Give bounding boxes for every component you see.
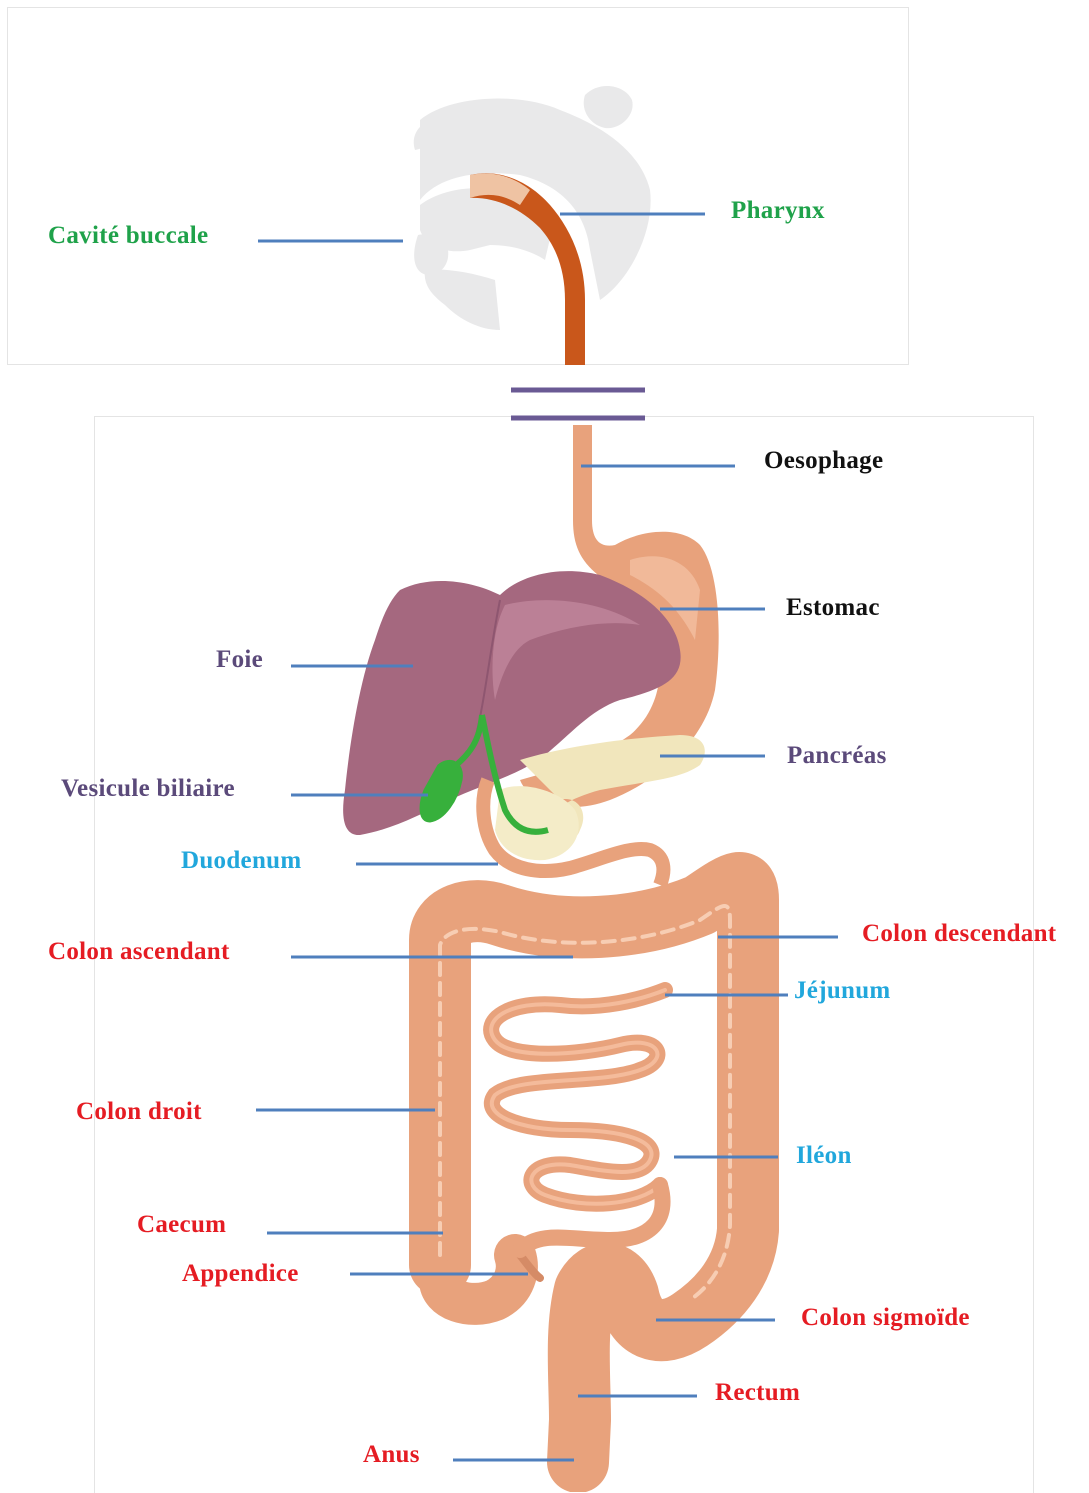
label-vesicule-biliaire: Vesicule biliaire xyxy=(61,775,235,803)
label-ileon: Iléon xyxy=(796,1142,852,1170)
label-jejunum: Jéjunum xyxy=(794,977,891,1005)
label-rectum: Rectum xyxy=(715,1379,800,1407)
label-foie: Foie xyxy=(216,646,263,674)
label-cavite-buccale: Cavité buccale xyxy=(48,222,208,250)
label-colon-droit: Colon droit xyxy=(76,1098,202,1126)
label-colon-ascendant: Colon ascendant xyxy=(48,938,230,966)
small-intestine xyxy=(491,990,665,1250)
label-pharynx: Pharynx xyxy=(731,197,825,225)
label-caecum: Caecum xyxy=(137,1211,226,1239)
label-oesophage: Oesophage xyxy=(764,447,883,475)
label-duodenum: Duodenum xyxy=(181,847,302,875)
label-anus: Anus xyxy=(363,1441,420,1469)
label-colon-descendant: Colon descendant xyxy=(862,920,1056,948)
label-estomac: Estomac xyxy=(786,594,880,622)
label-colon-sigmoide: Colon sigmoïde xyxy=(801,1304,970,1332)
label-pancreas: Pancréas xyxy=(787,742,887,770)
label-appendice: Appendice xyxy=(182,1260,299,1288)
break-marker xyxy=(511,390,645,418)
